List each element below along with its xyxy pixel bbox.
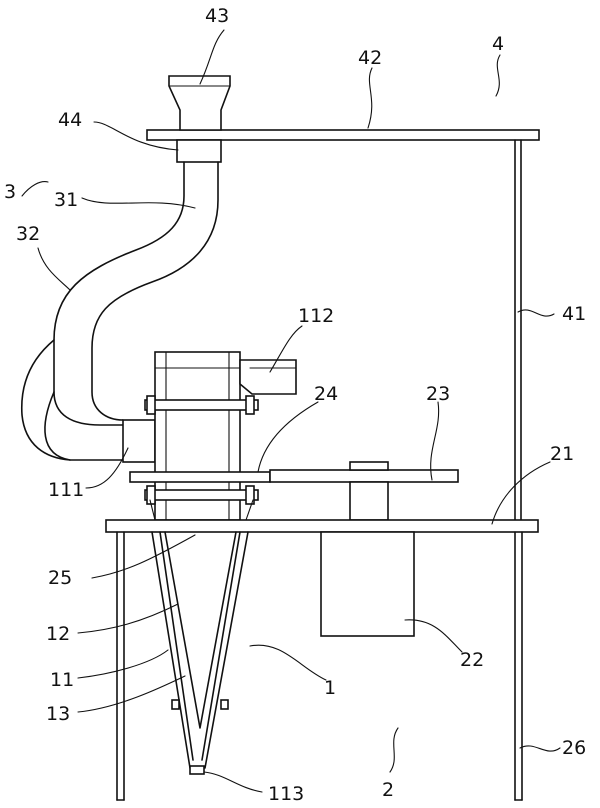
label-4: 4 xyxy=(492,33,504,55)
label-111: 111 xyxy=(48,479,84,501)
hose-lower-wall xyxy=(44,391,124,461)
top-frame xyxy=(146,75,540,521)
cone xyxy=(151,531,249,775)
rotating-platform xyxy=(129,461,459,521)
label-23: 23 xyxy=(426,383,450,405)
outlet-pipe-112 xyxy=(239,359,297,395)
label-2: 2 xyxy=(382,779,394,801)
label-112: 112 xyxy=(298,305,334,327)
leader-26 xyxy=(519,745,561,752)
lower-flange xyxy=(144,489,259,501)
leader-1 xyxy=(249,644,327,681)
tabletop-21 xyxy=(105,519,539,533)
leader-111 xyxy=(85,447,129,489)
table-2 xyxy=(105,519,539,801)
cone-outer-right xyxy=(204,531,249,769)
leader-31 xyxy=(81,197,196,209)
cone-clip-right xyxy=(220,699,229,710)
label-32: 32 xyxy=(16,223,40,245)
hose-3 xyxy=(20,161,219,461)
leader-32 xyxy=(37,247,71,291)
hose-outer-left xyxy=(20,339,71,461)
lower-flange-bolt-left xyxy=(146,485,156,505)
hose-inner-wall xyxy=(91,161,219,421)
label-12: 12 xyxy=(46,623,70,645)
leader-4 xyxy=(495,54,501,97)
label-24: 24 xyxy=(314,383,338,405)
leader-112 xyxy=(269,325,303,373)
label-43: 43 xyxy=(205,5,229,27)
label-3: 3 xyxy=(4,181,16,203)
leader-3 xyxy=(21,181,49,197)
hose-outer-wall xyxy=(53,161,185,426)
label-22: 22 xyxy=(460,649,484,671)
leader-43 xyxy=(199,29,225,85)
plate-24 xyxy=(129,471,271,483)
leader-22 xyxy=(404,619,463,653)
shaft xyxy=(349,481,389,521)
label-26: 26 xyxy=(562,737,586,759)
leader-21 xyxy=(491,461,551,525)
cone-outer-left xyxy=(151,531,191,769)
label-21: 21 xyxy=(550,443,574,465)
upper-flange xyxy=(144,399,259,411)
cylinder-skirt-left xyxy=(149,499,156,521)
label-25: 25 xyxy=(48,567,72,589)
separator-1 xyxy=(122,351,297,521)
outlet-113 xyxy=(189,765,205,775)
cylinder-skirt-right xyxy=(245,499,254,521)
top-beam-42 xyxy=(146,129,540,141)
upper-flange-bolt-right xyxy=(245,395,255,415)
motor-22 xyxy=(320,531,415,637)
leader-13 xyxy=(77,675,186,713)
label-1: 1 xyxy=(324,677,336,699)
leader-24 xyxy=(257,401,319,473)
leader-23 xyxy=(430,401,440,481)
leader-41 xyxy=(517,309,555,317)
inner-cone-12 xyxy=(164,531,237,729)
leader-113 xyxy=(203,771,263,793)
leader-lines xyxy=(21,29,561,793)
leader-42 xyxy=(367,67,373,129)
label-41: 41 xyxy=(562,303,586,325)
leader-11 xyxy=(77,649,169,679)
cone-clip-left xyxy=(171,699,180,710)
lower-flange-bolt-right xyxy=(245,485,255,505)
label-11: 11 xyxy=(50,669,74,691)
hub-top xyxy=(349,461,389,471)
leader-12 xyxy=(77,603,179,634)
upper-flange-bolt-left xyxy=(146,395,156,415)
inlet-pipe-111 xyxy=(122,419,156,463)
leader-44 xyxy=(93,121,179,151)
connector-44 xyxy=(176,139,222,163)
label-31: 31 xyxy=(54,189,78,211)
plate-23 xyxy=(269,469,459,483)
reference-labels: 43 42 4 44 3 31 32 41 112 24 23 21 111 2… xyxy=(4,5,586,805)
hopper-43 xyxy=(168,75,231,131)
label-44: 44 xyxy=(58,109,82,131)
label-42: 42 xyxy=(358,47,382,69)
cone-wall-right xyxy=(201,531,241,761)
leader-2 xyxy=(389,727,399,773)
label-113: 113 xyxy=(268,783,304,805)
label-13: 13 xyxy=(46,703,70,725)
leader-25 xyxy=(91,534,196,579)
cone-wall-left xyxy=(159,531,194,761)
